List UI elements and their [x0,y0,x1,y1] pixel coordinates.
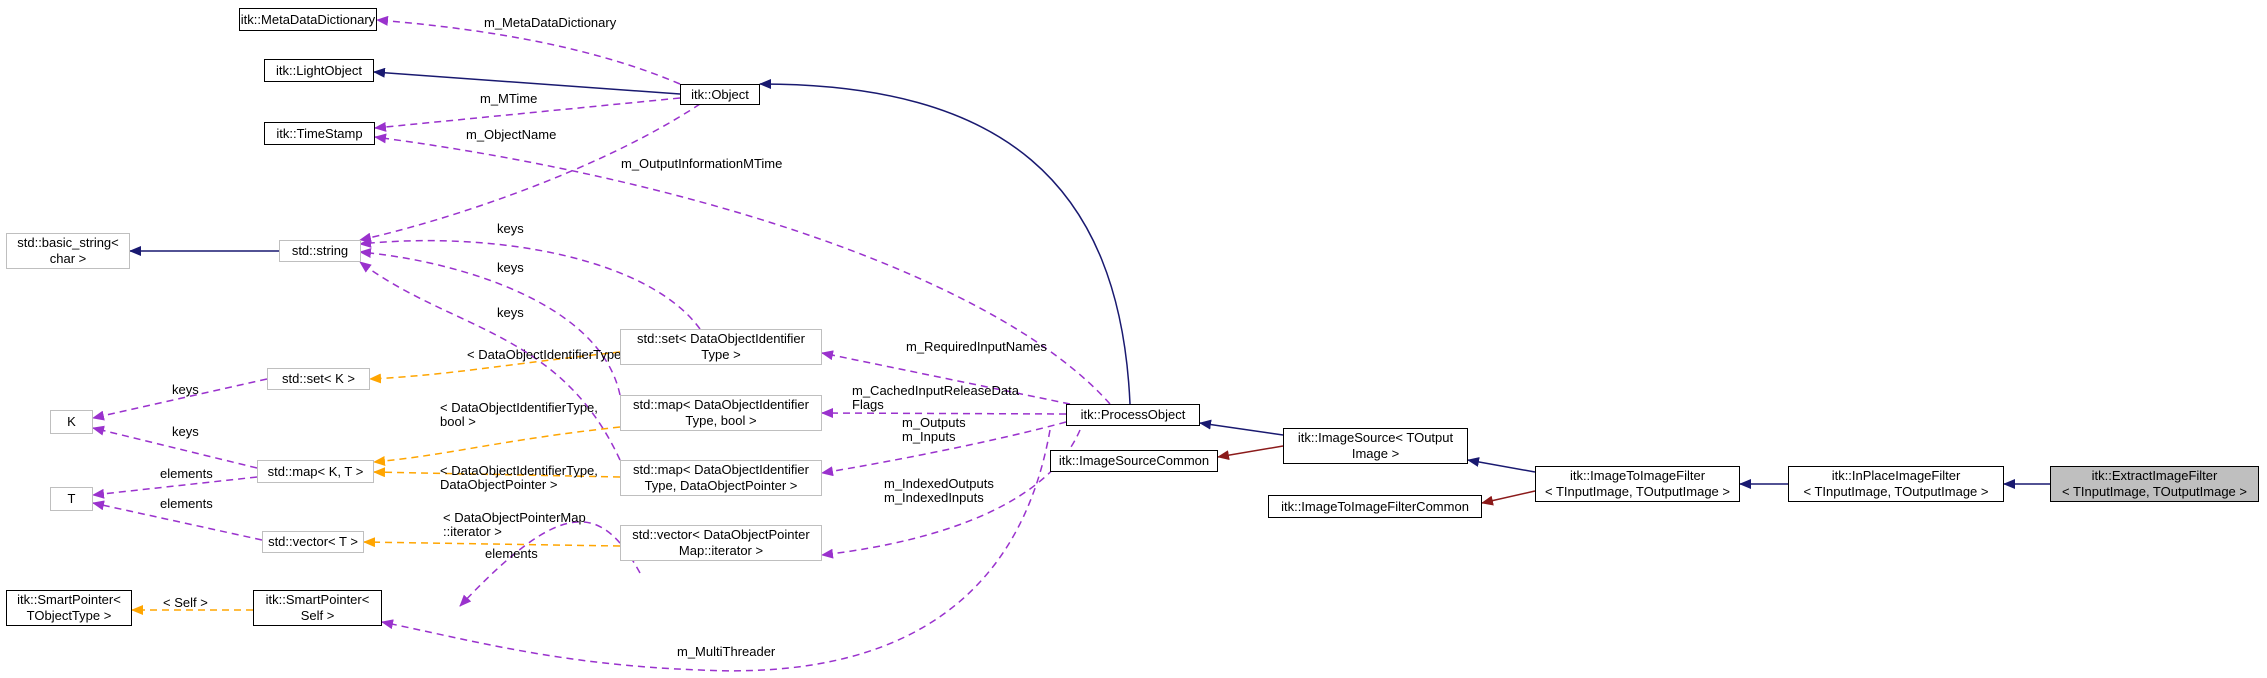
node-lightobject[interactable]: itk::LightObject [264,59,374,82]
edge-object-to-lightobject [373,67,681,95]
edge-label-elements-vector: elements [160,496,213,511]
edge-label-m-metadatadictionary: m_MetaDataDictionary [484,15,617,30]
edge-map-kt-to-t [92,476,258,499]
edge-label-m-multithreader: m_MultiThreader [677,644,776,659]
node-imagesource[interactable]: itk::ImageSource< TOutput Image > [1283,428,1468,464]
edge-label-self: < Self > [163,595,208,610]
node-imagesourcecommon[interactable]: itk::ImageSourceCommon [1050,450,1218,472]
edge-label-did-type: < DataObjectIdentifierType > [467,347,632,362]
edge-label-keys-k-set: keys [172,382,199,397]
edge-label-m-mtime: m_MTime [480,91,537,106]
node-t[interactable]: T [50,487,93,511]
edge-imagesource-to-processobject [1199,419,1284,436]
edge-map-kt-to-k [92,425,258,469]
node-basic-string[interactable]: std::basic_string< char > [6,233,130,269]
edge-label-dopm-iterator: < DataObjectPointerMap::iterator > [443,510,586,539]
edge-processobject-to-map-did-bool [821,408,1067,419]
edge-imagesource-to-imagesourcecommon [1217,445,1284,461]
edge-processobject-to-timestamp [374,133,1111,405]
node-k[interactable]: K [50,410,93,434]
edge-imagetoimagefilter-to-common [1481,490,1536,506]
edge-map-did-dop-to-map-kt [373,467,621,478]
edge-object-to-timestamp-mtime [374,97,681,132]
edge-vector-dopm-to-vector-t [363,537,621,548]
node-vector-dopm[interactable]: std::vector< DataObjectPointer Map::iter… [620,525,822,561]
node-object[interactable]: itk::Object [680,84,760,105]
edge-label-elements-map: elements [160,466,213,481]
node-set-did[interactable]: std::set< DataObjectIdentifier Type > [620,329,822,365]
node-processobject[interactable]: itk::ProcessObject [1066,404,1200,426]
node-metadatadictionary[interactable]: itk::MetaDataDictionary [239,8,377,31]
node-smartpointer-self[interactable]: itk::SmartPointer< Self > [253,590,382,626]
edge-map-did-dop-to-string [359,261,621,461]
edge-label-keys-k-map: keys [172,424,199,439]
edge-set-did-to-string [359,237,701,330]
edge-label-did-type-dop: < DataObjectIdentifierType,DataObjectPoi… [440,463,598,492]
node-vector-t[interactable]: std::vector< T > [262,531,364,553]
node-imagetoimagefilter[interactable]: itk::ImageToImageFilter < TInputImage, T… [1535,466,1740,502]
edge-label-m-objectname: m_ObjectName [466,127,556,142]
edge-map-did-bool-to-string [359,247,621,396]
node-string[interactable]: std::string [279,240,361,262]
edge-object-to-metadatadictionary [376,15,681,85]
edge-map-did-bool-to-map-kt [373,426,621,466]
node-imagetoimagefiltercommon[interactable]: itk::ImageToImageFilterCommon [1268,495,1482,518]
edge-imagetoimagefilter-to-imagesource [1467,457,1536,473]
edge-label-m-requiredinputnames: m_RequiredInputNames [906,339,1047,354]
edge-processobject-to-set-did [821,350,1071,405]
edge-label-keys-map2: keys [497,305,524,320]
edge-processobject-to-map-did-dop [821,421,1067,477]
node-extractimagefilter[interactable]: itk::ExtractImageFilter < TInputImage, T… [2050,466,2259,502]
node-map-did-dop[interactable]: std::map< DataObjectIdentifier Type, Dat… [620,460,822,496]
edge-label-m-outputinformationmtime: m_OutputInformationMTime [621,156,782,171]
edge-vector-t-to-t [92,500,263,541]
edge-label-keys-map: keys [497,260,524,275]
node-set-k[interactable]: std::set< K > [267,368,370,390]
edge-label-keys-set: keys [497,221,524,236]
edge-processobject-to-object [759,79,1131,405]
edge-processobject-to-smartpointer-self [381,429,1051,672]
node-timestamp[interactable]: itk::TimeStamp [264,122,375,145]
edge-object-to-string [359,103,701,243]
node-map-kt[interactable]: std::map< K, T > [257,460,374,483]
edge-label-did-type-bool: < DataObjectIdentifierType,bool > [440,400,598,429]
edge-set-did-to-set-k [369,351,621,384]
edge-set-k-to-k [92,378,268,421]
node-smartpointer-tobjecttype[interactable]: itk::SmartPointer< TObjectType > [6,590,132,626]
edge-label-elements-sp: elements [485,546,538,561]
node-map-did-bool[interactable]: std::map< DataObjectIdentifier Type, boo… [620,395,822,431]
node-inplaceimagefilter[interactable]: itk::InPlaceImageFilter < TInputImage, T… [1788,466,2004,502]
